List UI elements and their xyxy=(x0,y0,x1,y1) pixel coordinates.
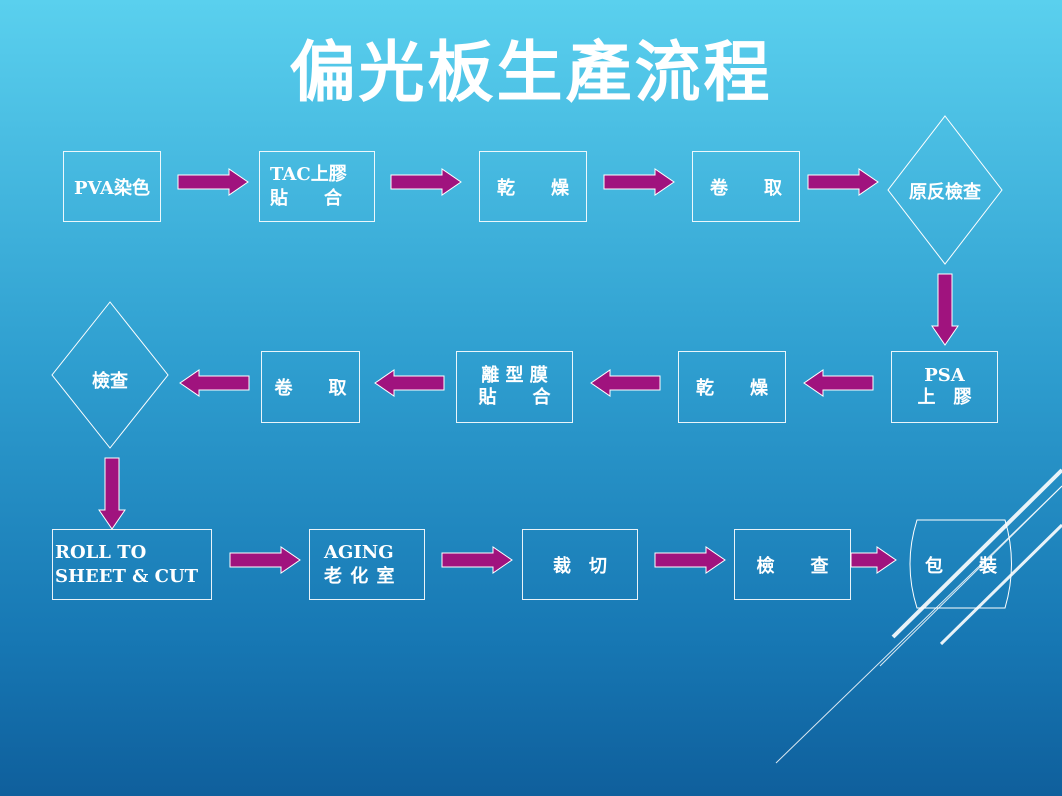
step-label-line1: 離 型 膜 xyxy=(481,365,548,386)
step-label-line1: AGING xyxy=(324,541,394,563)
step-label: 乾 燥 xyxy=(696,378,768,399)
step-roll-to-sheet: ROLL TO SHEET & CUT xyxy=(52,529,212,600)
step-label: 檢 查 xyxy=(756,555,829,577)
step-dry-1: 乾 燥 xyxy=(479,151,587,222)
step-wind-2: 卷 取 xyxy=(261,351,360,423)
step-release-film: 離 型 膜 貼 合 xyxy=(456,351,573,423)
step-label: 乾 燥 xyxy=(497,177,569,199)
step-raw-inspect-label: 原反檢查 xyxy=(909,182,981,203)
step-psa-coat: PSA 上 膠 xyxy=(891,351,998,423)
step-inspect-2: 檢 查 xyxy=(734,529,851,600)
step-label: 卷 取 xyxy=(274,378,347,399)
step-label-line2: 上 膠 xyxy=(917,387,972,408)
step-label-line1: PSA xyxy=(924,365,965,386)
step-pva-dye: PVA染色 xyxy=(63,151,161,222)
step-label-line2: 貼 合 xyxy=(478,387,551,408)
page-title: 偏光板生產流程 xyxy=(289,34,773,111)
step-label-line2: SHEET & CUT xyxy=(55,565,199,587)
step-label-line2: 老 化 室 xyxy=(324,565,396,587)
step-aging: AGING 老 化 室 xyxy=(309,529,425,600)
step-cut: 裁 切 xyxy=(522,529,638,600)
step-label: 卷 取 xyxy=(710,177,782,199)
step-label-line1: TAC上膠 xyxy=(270,163,347,185)
step-pack-label: 包 裝 xyxy=(925,556,997,577)
step-label: 裁 切 xyxy=(553,555,607,577)
step-dry-2: 乾 燥 xyxy=(678,351,786,423)
step-label-line2: 貼 合 xyxy=(270,187,342,209)
step-label: PVA染色 xyxy=(73,177,151,199)
step-wind-1: 卷 取 xyxy=(692,151,800,222)
step-label-line1: ROLL TO xyxy=(55,541,147,563)
step-tac-laminate: TAC上膠 貼 合 xyxy=(259,151,375,222)
step-inspect-1-label: 檢查 xyxy=(92,371,128,392)
